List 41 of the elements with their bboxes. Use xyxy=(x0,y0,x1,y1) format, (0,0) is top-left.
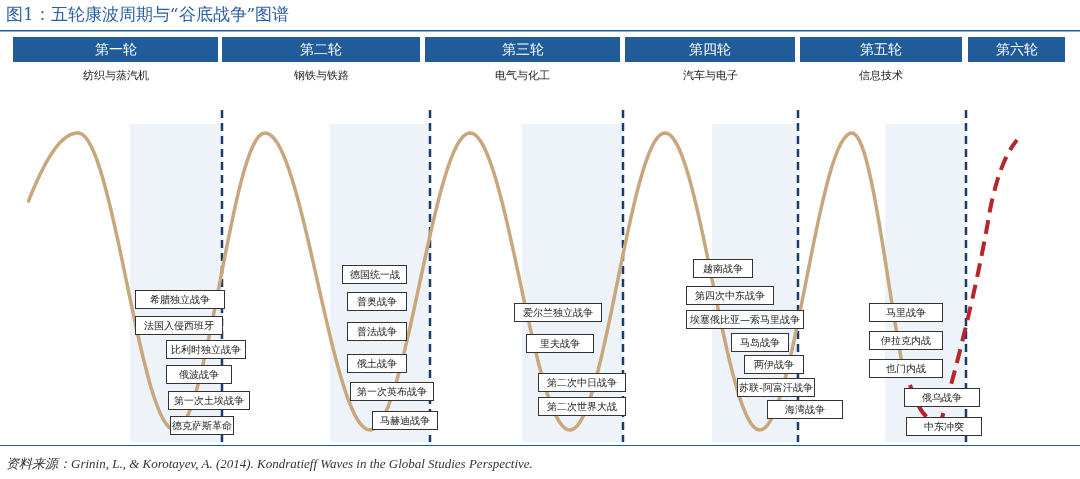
war-box: 普法战争 xyxy=(347,322,407,341)
technology-label: 汽车与电子 xyxy=(681,68,739,83)
war-box: 德克萨斯革命 xyxy=(170,416,234,435)
source-note: 资料来源：Grinin, L., & Korotayev, A. (2014). Kondratieff Waves in the Global Studies Perspective. xyxy=(6,455,533,473)
war-box: 马赫迪战争 xyxy=(372,411,438,430)
war-box: 也门内战 xyxy=(869,359,943,378)
cycle-header: 第一轮 xyxy=(13,37,218,62)
war-box: 俄乌战争 xyxy=(904,388,980,407)
war-box: 第一次土埃战争 xyxy=(168,391,250,410)
cycle-header: 第五轮 xyxy=(800,37,962,62)
war-box: 第二次世界大战 xyxy=(538,397,626,416)
war-box: 海湾战争 xyxy=(767,400,843,419)
war-box: 苏联-阿富汗战争 xyxy=(737,378,815,397)
war-box: 德国统一战 xyxy=(342,265,407,284)
war-box: 第二次中日战争 xyxy=(538,373,626,392)
war-box: 越南战争 xyxy=(693,259,753,278)
figure-title: 图1：五轮康波周期与“谷底战争”图谱 xyxy=(6,3,290,26)
war-box: 伊拉克内战 xyxy=(869,331,943,350)
war-box: 里夫战争 xyxy=(526,334,594,353)
war-box: 埃塞俄比亚—索马里战争 xyxy=(686,310,804,329)
technology-label: 纺织与蒸汽机 xyxy=(81,68,150,83)
technology-label: 电气与化工 xyxy=(494,68,551,83)
war-box: 俄波战争 xyxy=(166,365,232,384)
war-box: 希腊独立战争 xyxy=(135,290,225,309)
cycle-header: 第四轮 xyxy=(625,37,795,62)
war-box: 比利时独立战争 xyxy=(166,340,246,359)
cycle-header: 第二轮 xyxy=(222,37,420,62)
technology-label: 钢铁与铁路 xyxy=(292,68,350,83)
cycle-header: 第三轮 xyxy=(425,37,620,62)
war-box: 两伊战争 xyxy=(744,355,804,374)
war-box: 法国入侵西班牙 xyxy=(135,316,223,335)
war-box: 马岛战争 xyxy=(731,333,789,352)
war-box: 爱尔兰独立战争 xyxy=(514,303,602,322)
war-box: 第一次英布战争 xyxy=(350,382,434,401)
war-box: 马里战争 xyxy=(869,303,943,322)
war-box: 普奥战争 xyxy=(347,292,407,311)
cycle-header: 第六轮 xyxy=(968,37,1065,62)
war-box: 俄土战争 xyxy=(347,354,407,373)
war-box: 第四次中东战争 xyxy=(686,286,774,305)
war-box: 中东冲突 xyxy=(906,417,982,436)
technology-label: 信息技术 xyxy=(858,68,904,83)
